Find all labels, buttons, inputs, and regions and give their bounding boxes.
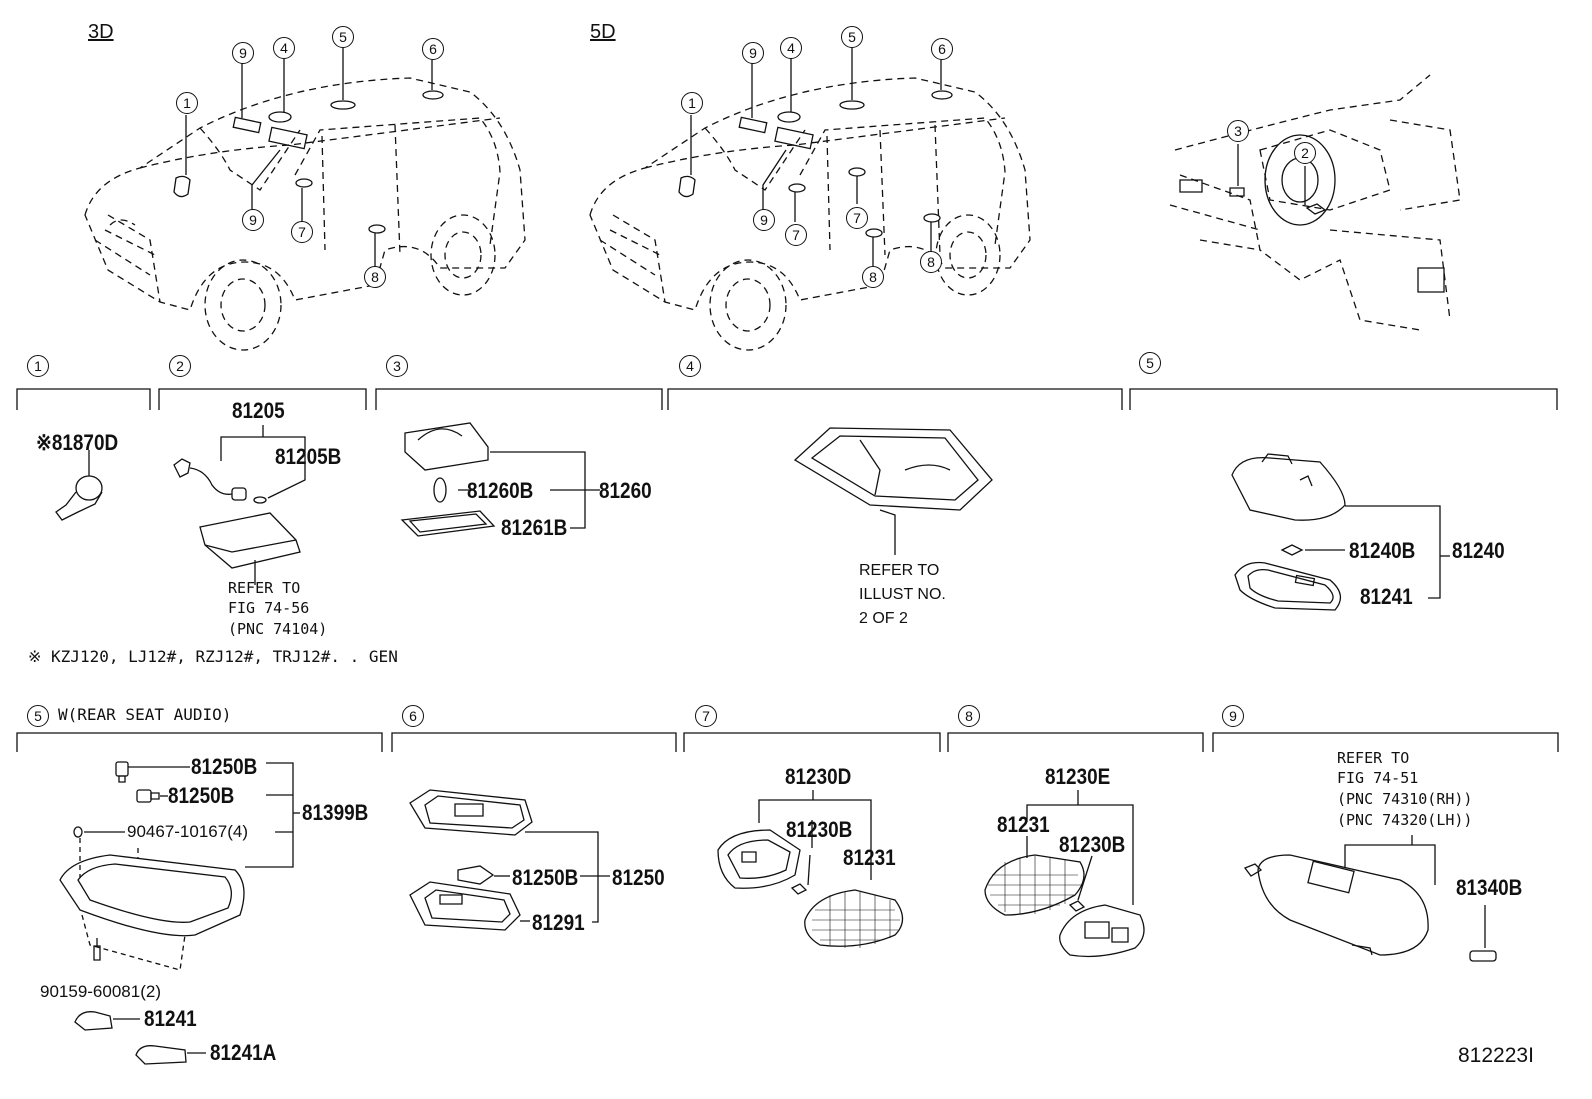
figure-id: 812223I [1458,1044,1534,1067]
part-number-81340b: 81340B [1456,875,1523,900]
section-number-1: 1 [27,355,49,377]
refer-fig-line-4: (PNC 74320(LH)) [1337,811,1473,829]
callout-5d-7-right: 7 [846,207,868,229]
header-5-door: 5D [590,21,616,43]
refer-illust-line-3: 2 OF 2 [859,610,908,627]
section-number-9: 9 [1222,705,1244,727]
refer-text-line-1: REFER TO [228,579,301,597]
part-number-81231-s8: 81231 [997,812,1050,837]
callout-3d-6: 6 [422,38,444,60]
vehicle-3door-outline [85,78,525,350]
callout-5d-9-top: 9 [742,42,764,64]
callout-3d-5: 5 [332,26,354,48]
callout-5d-9-bottom: 9 [753,209,775,231]
callout-3d-9-top: 9 [232,42,254,64]
section-number-8: 8 [958,705,980,727]
section-number-6: 6 [402,705,424,727]
refer-fig-line-3: (PNC 74310(RH)) [1337,790,1473,808]
part-number-81250b-upper: 81250B [191,754,258,779]
part-81250-drawing [410,790,610,930]
part-number-81261b: 81261B [501,515,568,540]
part-number-81231-s7: 81231 [843,845,896,870]
section-brackets-row1 [17,389,1557,410]
callout-5d-8-left: 8 [862,266,884,288]
part-number-81205b: 81205B [275,444,342,469]
vehicle-5door-outline [590,78,1030,350]
part-number-90159-60081: 90159-60081(2) [40,982,161,1001]
refer-text-line-3: (PNC 74104) [228,620,328,638]
header-3-door: 3D [88,21,114,43]
callout-5d-5: 5 [841,26,863,48]
callout-5d-8-right: 8 [920,251,942,273]
callout-3d-4: 4 [273,37,295,59]
section-number-4: 4 [679,355,701,377]
callout-3d-8: 8 [364,266,386,288]
section-5w-title: W(REAR SEAT AUDIO) [58,705,232,724]
part-number-81241-5w: 81241 [144,1006,197,1031]
part-number-81230d: 81230D [785,764,852,789]
part-number-81260: 81260 [599,478,652,503]
refer-illust-line-2: ILLUST NO. [859,586,946,603]
part-number-81399b: 81399B [302,800,369,825]
callout-3d-9-bottom: 9 [242,209,264,231]
section-brackets-row2 [17,733,1558,752]
callout-5d-7-left: 7 [785,224,807,246]
part-81205-drawing [174,425,305,585]
callout-3d-7: 7 [291,221,313,243]
section-number-7: 7 [695,705,717,727]
section-number-2: 2 [169,355,191,377]
refer-fig-line-2: FIG 74-51 [1337,769,1419,787]
part-number-81205: 81205 [232,398,285,423]
vehicle-5door-parts [679,48,952,266]
applicability-footnote: ※ KZJ120, LJ12#, RZJ12#, TRJ12#. . GEN [28,647,398,666]
section-number-3: 3 [386,355,408,377]
refer-fig-line-1: REFER TO [1337,749,1410,767]
part-number-81230e: 81230E [1045,764,1111,789]
part-81340b-drawing [1245,835,1496,961]
part-81399b-drawing [60,762,300,1064]
part-81240-drawing [1232,454,1450,610]
refer-illust-line-1: REFER TO [859,562,940,579]
part-81260-drawing [402,423,600,536]
part-number-81230b-s7: 81230B [786,817,853,842]
callout-3d-1: 1 [176,92,198,114]
callout-5d-4: 4 [780,37,802,59]
part-number-81870d: ※81870D [36,430,119,455]
vehicle-3door-parts [174,48,443,267]
part-section4-drawing [795,428,992,555]
callout-5d-1: 1 [681,92,703,114]
refer-text-line-2: FIG 74-56 [228,599,310,617]
interior-dashboard-view [1170,75,1460,330]
part-number-81250b-lower: 81250B [168,783,235,808]
part-number-81240b: 81240B [1349,538,1416,563]
callout-5d-6: 6 [931,38,953,60]
section-number-5w: 5 [27,705,49,727]
part-81230e-drawing [985,790,1144,956]
part-number-81260b: 81260B [467,478,534,503]
part-81870d-drawing [56,450,102,520]
section-number-5: 5 [1139,352,1161,374]
part-number-81241: 81241 [1360,584,1413,609]
part-number-81291: 81291 [532,910,585,935]
part-number-81250b-s6: 81250B [512,865,579,890]
part-number-90467-10167: 90467-10167(4) [127,822,248,841]
part-number-81240: 81240 [1452,538,1505,563]
part-number-81250: 81250 [612,865,665,890]
callout-interior-2: 2 [1294,142,1316,164]
part-81230d-drawing [718,790,903,948]
part-number-81230b-s8: 81230B [1059,832,1126,857]
callout-interior-3: 3 [1227,120,1249,142]
part-number-81241a: 81241A [210,1040,277,1065]
